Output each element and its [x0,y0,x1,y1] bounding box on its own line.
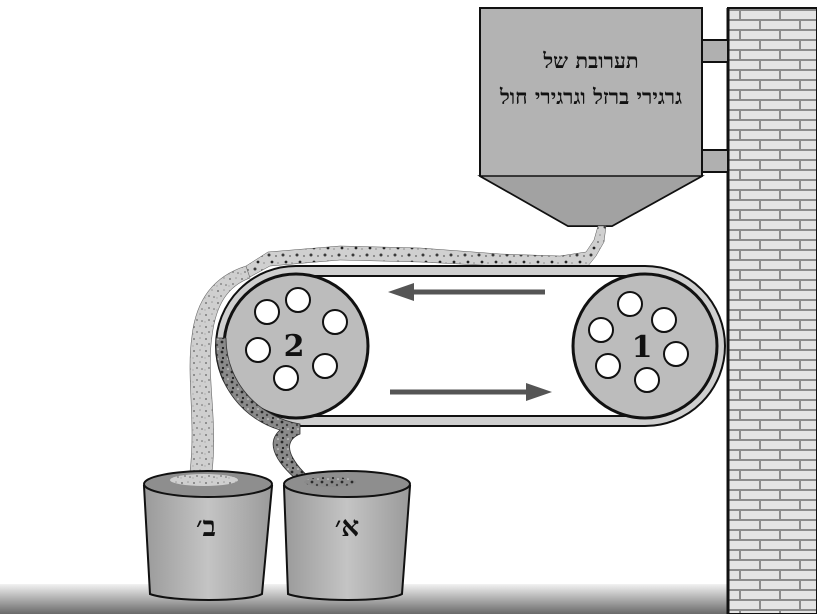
brick-wall [726,7,817,614]
drum-2: 2 [222,272,370,420]
drum-2-label: 2 [284,329,305,364]
hopper-label-line1: תערובת של [542,48,638,73]
hopper-label-line2: גרגירי ברזל וגרגירי חול [499,84,682,109]
bucket-b: ב׳ [142,470,274,601]
bucket-a: א׳ [282,470,412,601]
bucket-a-label: א׳ [335,510,359,543]
drum-1-label: 1 [632,330,653,365]
arrow-left-head [388,283,414,301]
drum-1: 1 [571,272,719,420]
bucket-b-label: ב׳ [196,510,216,543]
arrow-right-head [526,383,552,401]
belt-direction-arrows [388,283,552,401]
hopper-brackets [699,39,729,173]
hopper: תערובת של גרגירי ברזל וגרגירי חול [477,7,705,227]
